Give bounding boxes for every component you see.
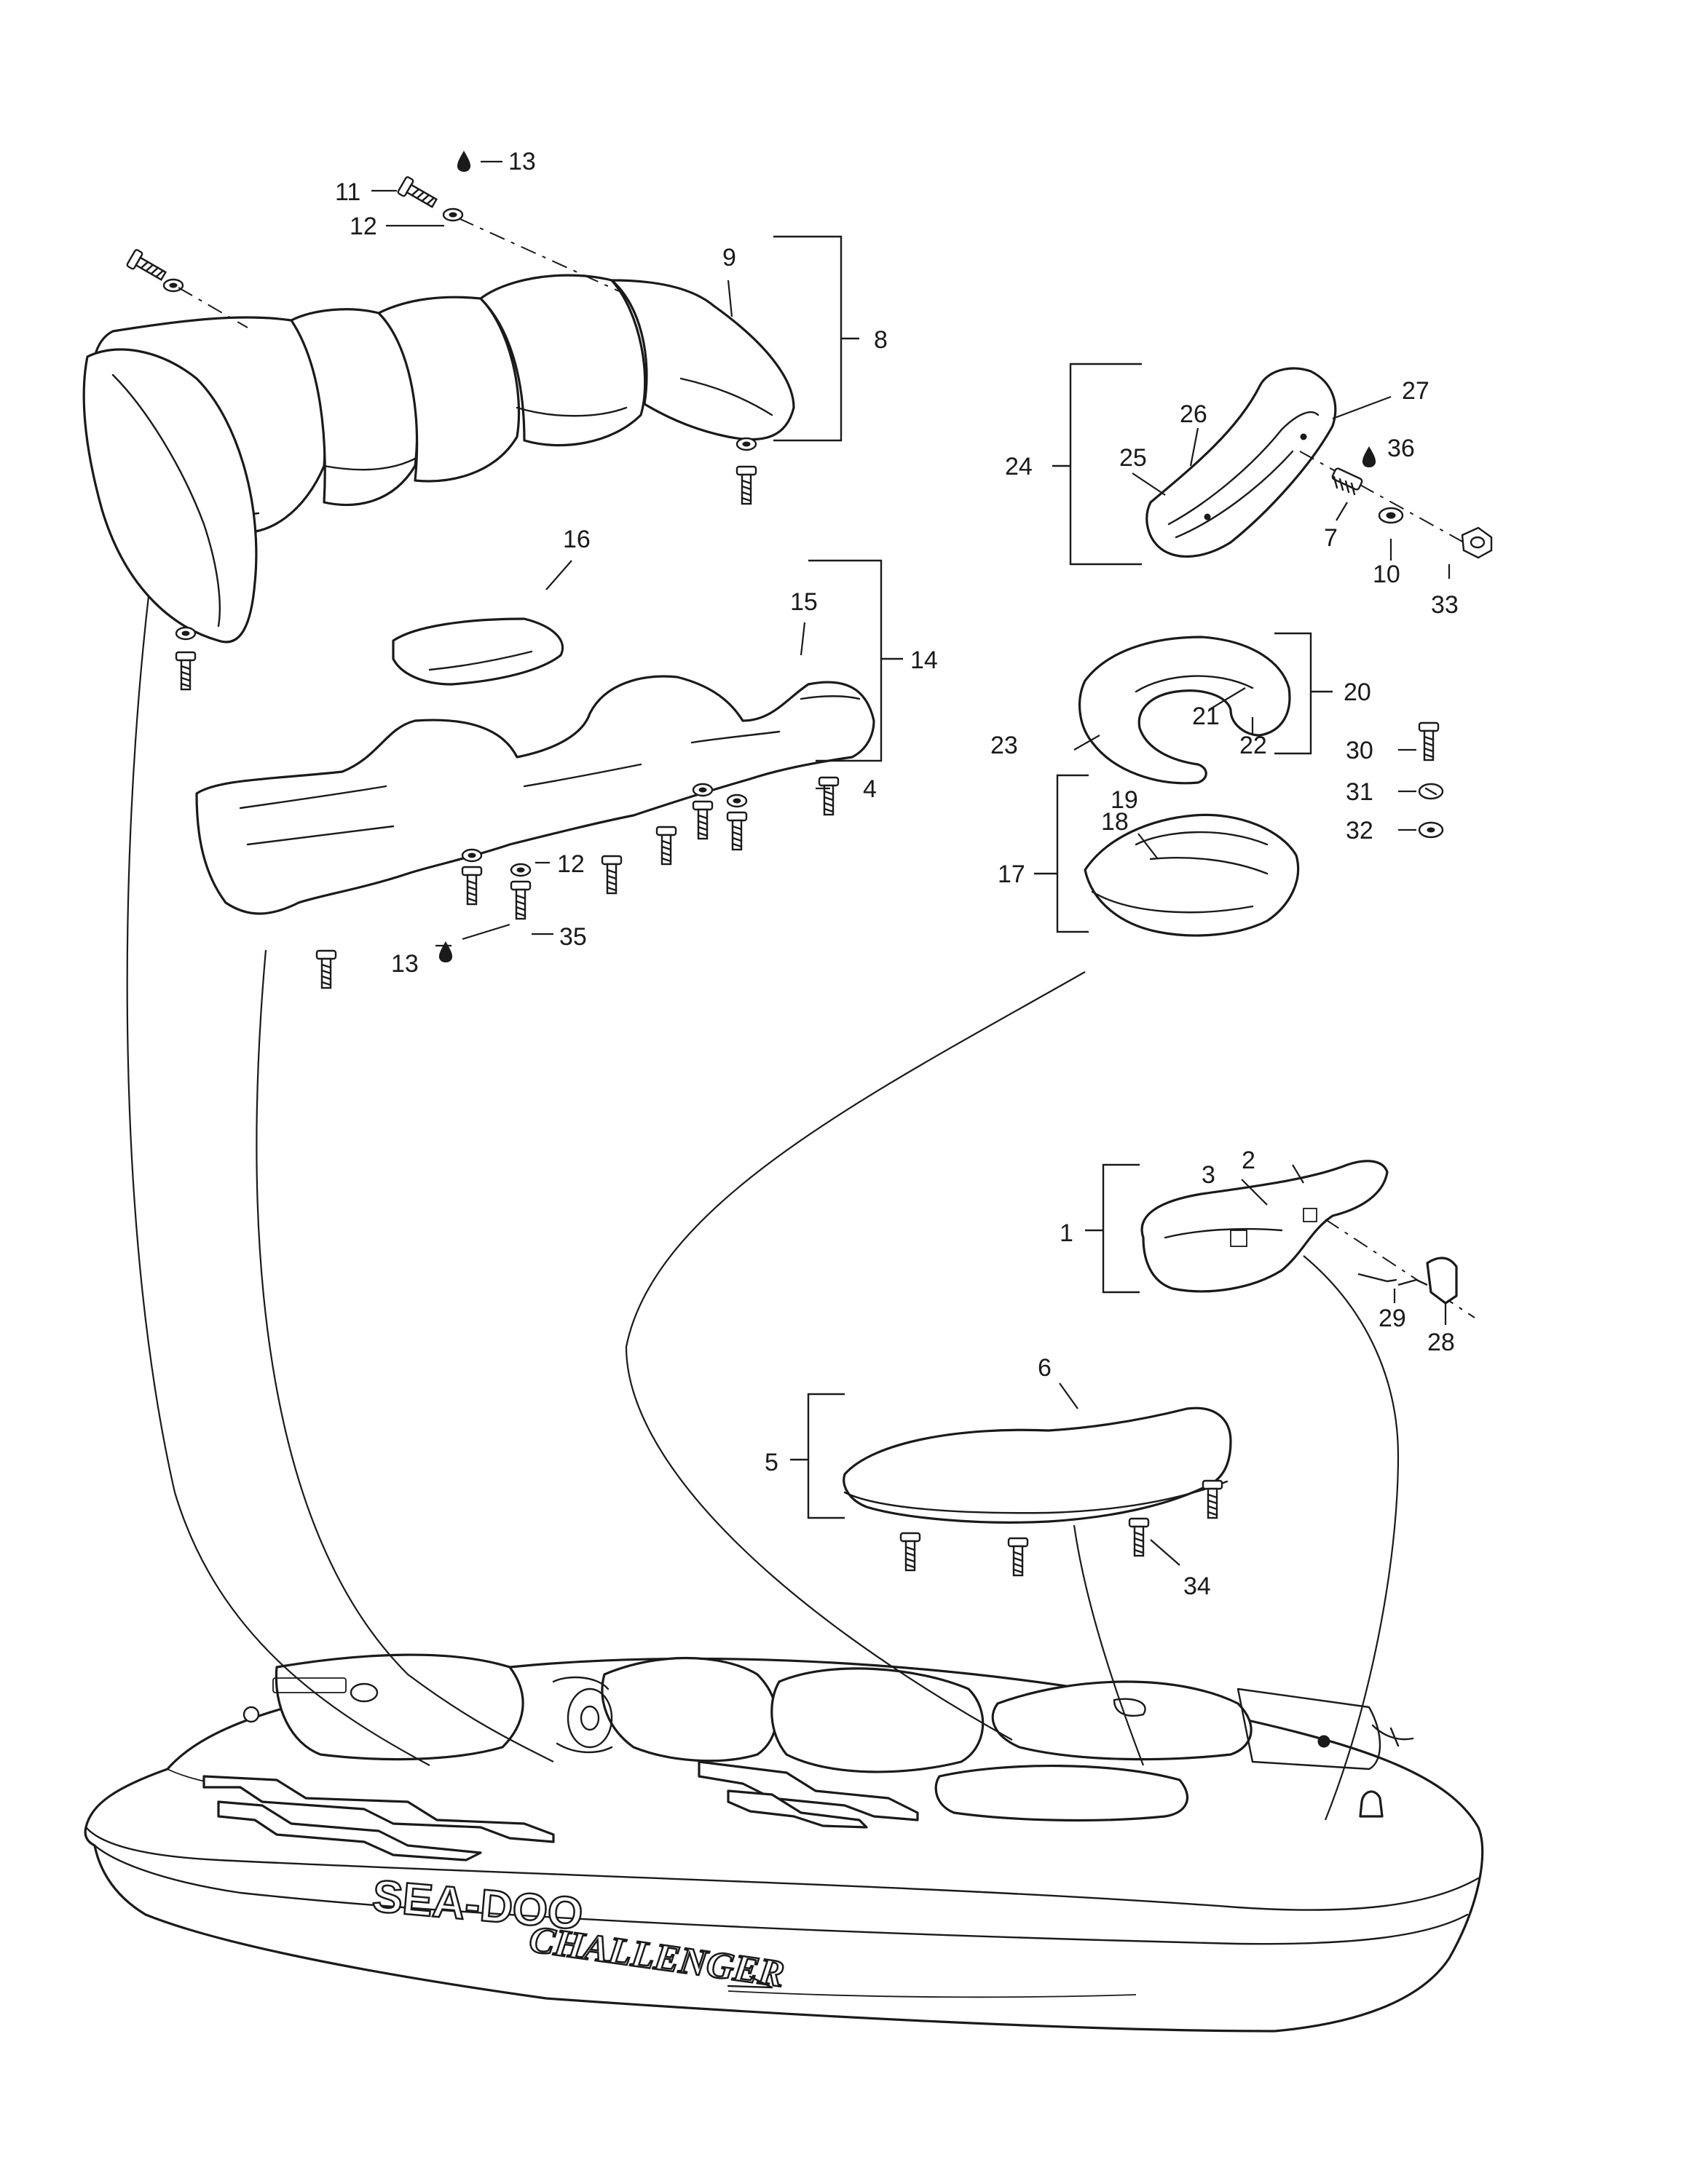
callout-32: 32 xyxy=(1346,817,1373,844)
callout-14: 14 xyxy=(910,646,938,674)
boat-hull: SEA-DOO CHALLENGER xyxy=(84,1653,1484,2033)
callout-36: 36 xyxy=(1387,435,1415,462)
callout-20: 20 xyxy=(1344,678,1371,706)
callout-12b: 12 xyxy=(557,850,585,878)
assembly-leaders xyxy=(126,589,1400,1821)
callout-28: 28 xyxy=(1427,1329,1455,1356)
callout-4: 4 xyxy=(863,775,877,803)
callout-11: 11 xyxy=(335,178,360,206)
callout-9: 9 xyxy=(722,244,736,272)
callout-17: 17 xyxy=(998,860,1025,888)
armrest-24 xyxy=(1145,367,1337,558)
callout-leaders xyxy=(371,160,1451,1566)
seat-14 xyxy=(195,617,875,915)
callout-12a: 12 xyxy=(350,213,377,240)
callout-13b: 13 xyxy=(391,950,419,978)
callout-31: 31 xyxy=(1346,778,1373,806)
callout-27: 27 xyxy=(1402,377,1429,405)
backrest-pad-1 xyxy=(1140,1160,1389,1293)
callout-10: 10 xyxy=(1373,561,1400,588)
callout-1: 1 xyxy=(1060,1219,1073,1247)
callout-6: 6 xyxy=(1038,1354,1052,1382)
callout-labels: 1 2 3 4 5 6 7 8 9 10 11 12 12 13 13 14 1… xyxy=(335,148,1459,1600)
callout-2: 2 xyxy=(1242,1147,1255,1174)
callout-33: 33 xyxy=(1431,591,1459,619)
callout-13a: 13 xyxy=(508,148,536,175)
callout-24: 24 xyxy=(1005,453,1033,480)
callout-30: 30 xyxy=(1346,737,1373,764)
callout-23: 23 xyxy=(990,732,1018,759)
callout-34: 34 xyxy=(1183,1572,1211,1600)
callout-16: 16 xyxy=(563,526,591,553)
bench-5 xyxy=(843,1406,1232,1524)
callout-7: 7 xyxy=(1324,524,1338,552)
callout-15: 15 xyxy=(790,588,818,616)
callout-21: 21 xyxy=(1192,703,1220,730)
callout-29: 29 xyxy=(1379,1305,1406,1332)
seat-block-17 xyxy=(1084,813,1300,937)
u-cushion-20 xyxy=(1078,636,1291,785)
hardware xyxy=(125,175,1493,1577)
group-brackets xyxy=(773,235,1333,1519)
backrest-8 xyxy=(82,274,795,644)
callout-3: 3 xyxy=(1202,1161,1215,1189)
callout-5: 5 xyxy=(765,1449,778,1476)
callout-35: 35 xyxy=(559,923,587,951)
callout-19: 19 xyxy=(1111,786,1138,814)
callout-8: 8 xyxy=(874,326,888,354)
callout-18: 18 xyxy=(1101,808,1129,836)
callout-22: 22 xyxy=(1239,732,1267,759)
callout-25: 25 xyxy=(1119,444,1147,472)
callout-26: 26 xyxy=(1180,400,1207,428)
